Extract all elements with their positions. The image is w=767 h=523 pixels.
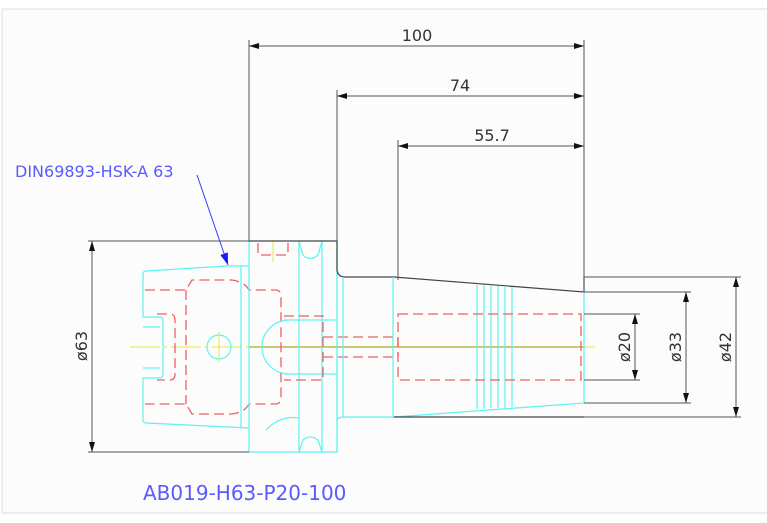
dim-overall-length: 100 [402, 26, 433, 45]
dim-dia-20: ø20 [615, 332, 634, 362]
dimension-lines [88, 40, 741, 453]
drawing-frame [1, 8, 767, 514]
part-number-label: AB019-H63-P20-100 [143, 481, 346, 505]
hsk-hidden-lines [145, 279, 282, 415]
hsk-standard-label: DIN69893-HSK-A 63 [15, 162, 174, 181]
dim-length-55-7: 55.7 [474, 126, 510, 145]
dim-dia-42: ø42 [716, 332, 735, 362]
hsk-shank [142, 265, 250, 429]
leader-arrow [196, 174, 229, 266]
collet-body [249, 240, 585, 421]
dim-dia-33: ø33 [666, 332, 685, 362]
dim-length-74: 74 [450, 76, 470, 95]
dim-dia-63: ø63 [72, 331, 91, 361]
flange [248, 240, 399, 453]
